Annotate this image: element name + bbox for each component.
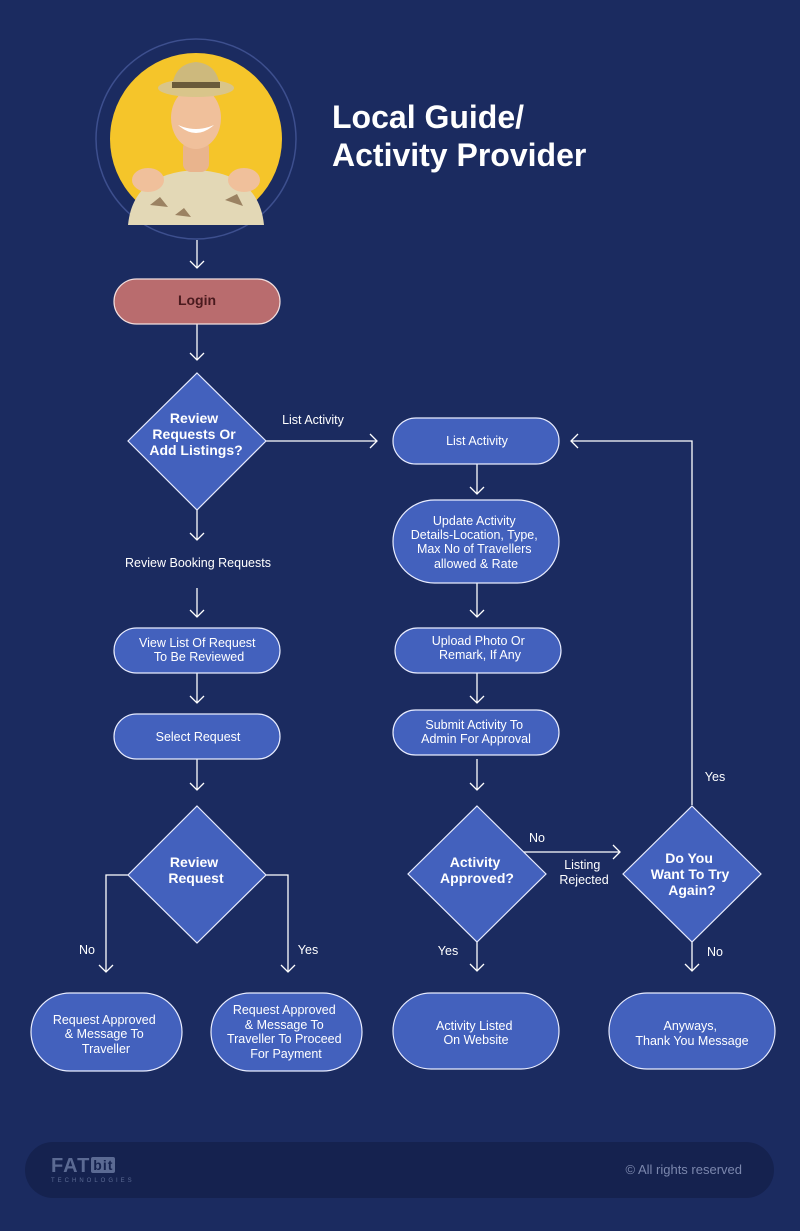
submit-activity-label: Submit Activity To Admin For Approval xyxy=(421,718,531,746)
node-login[interactable]: Login xyxy=(113,278,281,325)
arrowhead xyxy=(189,352,205,361)
edge-reviewreq-yes xyxy=(266,874,289,972)
node-activity-approved: Activity Approved? xyxy=(407,805,547,943)
review-or-add-label: Review Requests Or Add Listings? xyxy=(149,410,242,458)
connectors xyxy=(98,240,700,973)
arrowhead xyxy=(469,782,485,791)
title-line-2: Activity Provider xyxy=(332,137,587,173)
title-line-1: Local Guide/ xyxy=(332,99,525,135)
edge-label-review-yes: Yes xyxy=(298,943,318,957)
arrowhead xyxy=(98,964,114,973)
edge-label-review-no: No xyxy=(79,943,95,957)
arrowhead xyxy=(612,844,621,860)
arrowhead xyxy=(570,433,579,449)
activity-listed-label: Activity Listed On Website xyxy=(436,1019,516,1047)
node-thank-you: Anyways, Thank You Message xyxy=(608,992,776,1070)
approved-payment-label: Request Approved & Message To Traveller … xyxy=(227,1003,345,1061)
review-request-label: Review Request xyxy=(168,854,224,886)
node-activity-listed: Activity Listed On Website xyxy=(392,992,560,1070)
edge-label-approved-yes: Yes xyxy=(438,944,458,958)
logo-main-text: FAT xyxy=(51,1155,91,1177)
node-view-list: View List Of Request To Be Reviewed xyxy=(113,627,281,674)
arrowhead xyxy=(189,609,205,618)
arrowhead xyxy=(469,695,485,704)
arrowhead xyxy=(469,963,485,972)
arrowhead xyxy=(280,964,296,973)
arrowhead xyxy=(369,433,378,449)
update-activity-label: Update Activity Details-Location, Type, … xyxy=(411,514,541,571)
arrowhead xyxy=(189,782,205,791)
node-list-activity: List Activity xyxy=(392,417,560,465)
view-list-label: View List Of Request To Be Reviewed xyxy=(139,636,259,664)
avatar xyxy=(95,38,297,240)
page-title: Local Guide/ Activity Provider xyxy=(332,98,586,174)
edge-label-list-activity: List Activity xyxy=(282,413,345,427)
node-review-or-add: Review Requests Or Add Listings? xyxy=(127,372,267,511)
edge-try-yes xyxy=(571,440,693,805)
edge-label-try-no: No xyxy=(707,945,723,959)
arrowhead xyxy=(189,260,205,269)
thank-you-label: Anyways, Thank You Message xyxy=(635,1019,748,1048)
node-review-request: Review Request xyxy=(127,805,267,944)
node-update-activity: Update Activity Details-Location, Type, … xyxy=(392,499,560,584)
arrowhead xyxy=(189,695,205,704)
edge-label-listing-rejected: Listing Rejected xyxy=(559,858,608,887)
arrowhead xyxy=(189,532,205,541)
login-label: Login xyxy=(178,292,216,308)
edge-label-approved-no: No xyxy=(529,831,545,845)
node-approved-traveller: Request Approved & Message To Traveller xyxy=(30,992,183,1072)
edge-reviewreq-no xyxy=(105,874,128,972)
node-approved-payment: Request Approved & Message To Traveller … xyxy=(210,992,363,1072)
node-submit-activity: Submit Activity To Admin For Approval xyxy=(392,709,560,756)
logo-sub-text: TECHNOLOGIES xyxy=(51,1178,135,1184)
activity-approved-label: Activity Approved? xyxy=(440,854,514,886)
node-select-request: Select Request xyxy=(113,713,281,760)
copyright-text: © All rights reserved xyxy=(625,1162,742,1177)
arrowhead xyxy=(469,609,485,618)
arrowhead xyxy=(469,486,485,495)
edge-label-try-yes: Yes xyxy=(705,770,725,784)
list-activity-label: List Activity xyxy=(446,434,509,448)
node-review-booking: Review Booking Requests xyxy=(125,556,271,570)
node-upload-photo: Upload Photo Or Remark, If Any xyxy=(394,627,562,674)
try-again-label: Do You Want To Try Again? xyxy=(651,850,733,898)
review-booking-label: Review Booking Requests xyxy=(125,556,271,570)
approved-traveller-label: Request Approved & Message To Traveller xyxy=(53,1013,159,1056)
logo-bit-text: bit xyxy=(91,1157,116,1173)
arrowhead xyxy=(684,963,700,972)
edge-labels: List Activity No Yes No Listing Rejected… xyxy=(79,413,725,959)
upload-photo-label: Upload Photo Or Remark, If Any xyxy=(432,634,529,662)
node-try-again: Do You Want To Try Again? xyxy=(622,805,762,943)
select-request-label: Select Request xyxy=(156,730,241,744)
